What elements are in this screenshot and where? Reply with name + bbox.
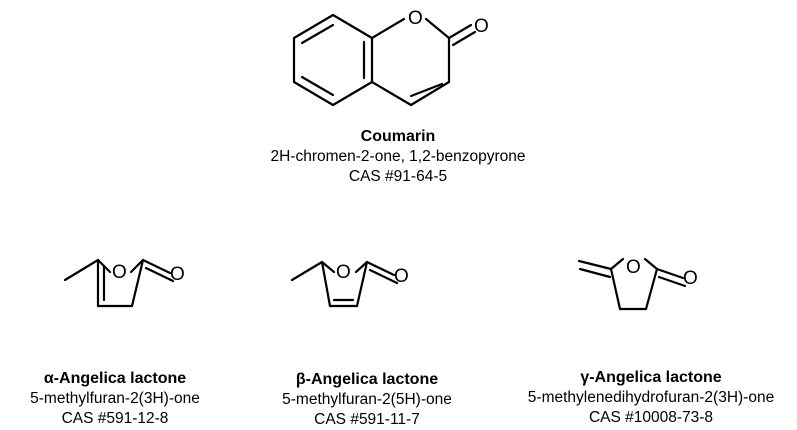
alpha-angelica-lactone-structure: O O bbox=[63, 258, 185, 308]
beta-angelica-lactone-structure: O O bbox=[290, 260, 409, 308]
alpha-caption: α-Angelica lactone 5-methylfuran-2(3H)-o… bbox=[0, 369, 230, 429]
coumarin-structure: O O bbox=[292, 8, 489, 107]
coumarin-name: Coumarin bbox=[360, 128, 436, 145]
alpha-carbonyl-oxygen-label: O bbox=[170, 264, 185, 285]
gamma-caption: γ-Angelica lactone 5-methylenedihydrofur… bbox=[505, 368, 797, 428]
beta-carbonyl-oxygen-label: O bbox=[394, 266, 409, 287]
gamma-methylene-bond bbox=[577, 259, 613, 271]
beta-ring-oxygen-label: O bbox=[336, 262, 351, 283]
alpha-cas: CAS #591-12-8 bbox=[61, 410, 169, 427]
gamma-ring-oxygen-label: O bbox=[626, 257, 641, 278]
beta-methyl-bond bbox=[290, 260, 324, 282]
gamma-angelica-lactone-structure: O O bbox=[577, 257, 698, 311]
coumarin-ring-oxygen-label: O bbox=[408, 8, 423, 29]
coumarin-caption: Coumarin 2H-chromen-2-one, 1,2-benzopyro… bbox=[218, 127, 578, 187]
alpha-name: α-Angelica lactone bbox=[43, 370, 187, 387]
coumarin-iupac: 2H-chromen-2-one, 1,2-benzopyrone bbox=[270, 148, 526, 165]
beta-iupac: 5-methylfuran-2(5H)-one bbox=[282, 391, 452, 408]
coumarin-carbonyl-oxygen-label: O bbox=[474, 16, 489, 37]
alpha-ring-oxygen-label: O bbox=[112, 262, 127, 283]
coumarin-cas: CAS #91-64-5 bbox=[348, 168, 448, 185]
beta-caption: β-Angelica lactone 5-methylfuran-2(5H)-o… bbox=[252, 370, 482, 430]
gamma-name: γ-Angelica lactone bbox=[580, 369, 722, 386]
gamma-carbonyl-oxygen-label: O bbox=[683, 268, 698, 289]
gamma-cas: CAS #10008-73-8 bbox=[588, 409, 714, 426]
alpha-methyl-bond bbox=[63, 258, 100, 282]
beta-cas: CAS #591-11-7 bbox=[314, 411, 420, 428]
gamma-iupac: 5-methylenedihydrofuran-2(3H)-one bbox=[527, 389, 775, 406]
beta-name: β-Angelica lactone bbox=[295, 371, 439, 388]
alpha-iupac: 5-methylfuran-2(3H)-one bbox=[30, 390, 200, 407]
